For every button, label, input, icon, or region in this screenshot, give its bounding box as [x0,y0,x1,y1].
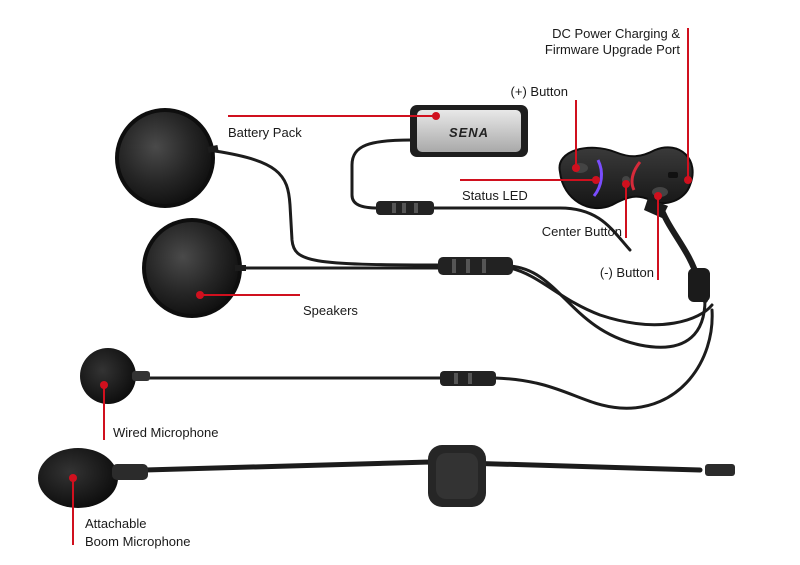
speaker-split-cable [508,266,714,327]
boom-connector [705,464,735,476]
label-status-led: Status LED [462,188,528,203]
boom-microphone [38,445,486,508]
callout-labels: Battery Pack Speakers Wired Microphone A… [85,26,680,549]
label-battery-pack: Battery Pack [228,125,302,140]
battery-pack: SENA [410,105,528,157]
upper-speaker-cable [206,148,442,267]
boom-arm [142,459,703,473]
label-center-button: Center Button [542,224,622,239]
label-plus-button: (+) Button [511,84,568,99]
label-minus-button: (-) Button [600,265,654,280]
upper-speaker [115,108,219,208]
lower-speaker [142,218,246,318]
label-boom-line2: Boom Microphone [85,534,191,549]
battery-cable-to-device [430,206,632,252]
cable-splitter [688,268,710,302]
battery-cable [350,138,414,210]
label-wired-microphone: Wired Microphone [113,425,219,440]
wired-mic-cable-to-control [493,308,714,410]
label-dc-line1: DC Power Charging & [552,26,680,41]
wired-microphone [80,348,150,404]
battery-logo: SENA [449,125,489,140]
status-led [592,159,603,197]
callout-dots [69,112,692,482]
label-speakers: Speakers [303,303,358,318]
label-dc-line2: Firmware Upgrade Port [545,42,680,57]
dc-port [668,172,678,178]
speaker-main-cable [508,264,707,349]
label-boom-line1: Attachable [85,516,146,531]
connectors [376,201,735,476]
callout-lines [72,28,689,545]
speaker-connector [438,257,513,275]
